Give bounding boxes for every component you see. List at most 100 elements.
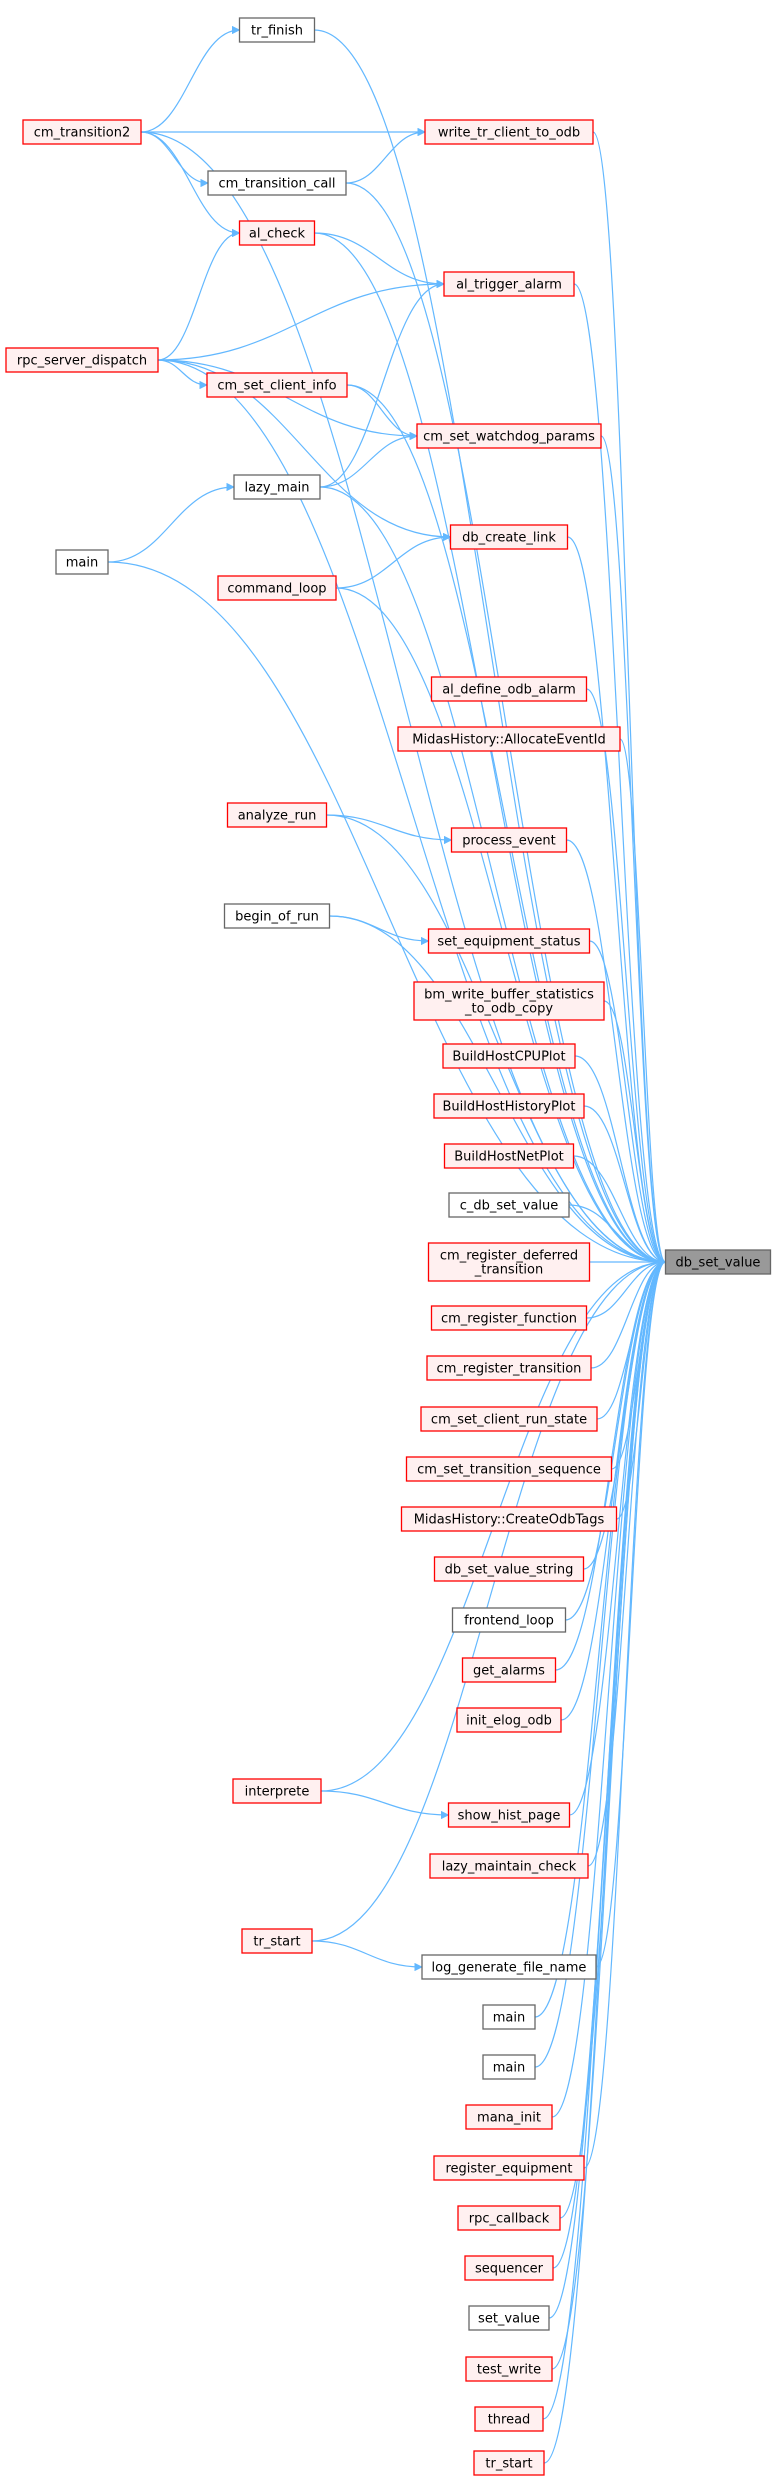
node-build-host-net[interactable]: BuildHostNetPlot — [443, 1143, 575, 1169]
node-label: frontend_loop — [464, 1614, 554, 1629]
edge-cm_set_watchdog_params-to-db_set_value — [600, 435, 667, 1266]
node-lazy-maintain-check[interactable]: lazy_maintain_check — [429, 1853, 589, 1879]
node-test-write[interactable]: test_write — [465, 2356, 553, 2382]
node-show-hist-page[interactable]: show_hist_page — [447, 1802, 571, 1828]
node-create-odb-tags[interactable]: MidasHistory::CreateOdbTags — [400, 1506, 618, 1532]
node-label: thread — [488, 2413, 531, 2428]
node-cm-register-function[interactable]: cm_register_function — [430, 1305, 588, 1331]
node-bm-write-buffer[interactable]: bm_write_buffer_statistics_to_odb_copy — [413, 981, 605, 1021]
node-al-define-odb-alarm[interactable]: al_define_odb_alarm — [430, 676, 588, 702]
node-al-trigger-alarm[interactable]: al_trigger_alarm — [443, 271, 575, 297]
node-get-alarms[interactable]: get_alarms — [461, 1657, 557, 1683]
node-label: command_loop — [227, 582, 326, 597]
edge-process_event-to-db_set_value — [566, 839, 667, 1267]
node-label: log_generate_file_name — [432, 1961, 587, 1976]
edge-al_trigger_alarm-to-db_set_value — [573, 283, 667, 1267]
node-label: sequencer — [475, 2262, 544, 2277]
edge-rpc_server_dispatch-to-db_set_value — [157, 359, 667, 1267]
node-process-event[interactable]: process_event — [450, 827, 568, 853]
node-c-db-set-value[interactable]: c_db_set_value — [448, 1192, 570, 1218]
node-label: get_alarms — [473, 1664, 545, 1679]
node-write-tr-client-to-odb[interactable]: write_tr_client_to_odb — [424, 119, 594, 145]
node-log-generate-file-name[interactable]: log_generate_file_name — [421, 1954, 597, 1980]
node-db-create-link[interactable]: db_create_link — [449, 524, 569, 550]
edge-tr_start_1-to-db_set_value — [311, 1257, 667, 1942]
edge-bm_write_buffer-to-db_set_value — [603, 1000, 667, 1267]
node-label: tr_start — [485, 2457, 532, 2472]
node-label: MidasHistory::AllocateEventId — [412, 733, 606, 748]
node-cm-transition-call[interactable]: cm_transition_call — [207, 170, 347, 196]
node-tr-start-1[interactable]: tr_start — [241, 1928, 313, 1954]
node-register-equipment[interactable]: register_equipment — [433, 2155, 585, 2181]
node-label: begin_of_run — [235, 910, 319, 925]
edge-layer — [107, 25, 667, 2464]
node-cm-register-deferred[interactable]: cm_register_deferred_transition — [427, 1242, 591, 1282]
node-mana-init[interactable]: mana_init — [465, 2104, 553, 2130]
node-init-elog-odb[interactable]: init_elog_odb — [456, 1707, 562, 1733]
edge-c_db_set_value-to-db_set_value — [568, 1204, 667, 1267]
node-cm-set-watchdog-params[interactable]: cm_set_watchdog_params — [416, 423, 602, 449]
node-frontend-loop[interactable]: frontend_loop — [451, 1607, 567, 1633]
edge-rpc_server_dispatch-to-al_check — [157, 228, 241, 361]
node-label: db_create_link — [462, 531, 556, 546]
node-cm-set-transition-sequence[interactable]: cm_set_transition_sequence — [405, 1456, 613, 1482]
node-label: lazy_main — [244, 481, 309, 496]
node-build-host-history[interactable]: BuildHostHistoryPlot — [433, 1093, 585, 1119]
node-build-host-cpu[interactable]: BuildHostCPUPlot — [442, 1043, 576, 1069]
node-tr-start-2[interactable]: tr_start — [473, 2450, 545, 2476]
node-thread[interactable]: thread — [474, 2406, 544, 2432]
node-label: init_elog_odb — [466, 1714, 552, 1729]
node-begin-of-run[interactable]: begin_of_run — [223, 903, 331, 929]
node-main-3[interactable]: main — [482, 2054, 536, 2080]
edge-cm_transition_call-to-write_tr_client_to_odb — [345, 127, 426, 184]
node-analyze-run[interactable]: analyze_run — [226, 802, 328, 828]
node-label: db_set_value_string — [445, 1563, 574, 1578]
node-label: cm_register_deferred — [440, 1249, 578, 1264]
node-cm-set-client-info[interactable]: cm_set_client_info — [206, 372, 348, 398]
node-cm-set-client-run-state[interactable]: cm_set_client_run_state — [420, 1406, 598, 1432]
node-label: rpc_callback — [469, 2212, 550, 2227]
node-label: al_check — [249, 227, 306, 242]
node-label: bm_write_buffer_statistics — [424, 988, 594, 1003]
node-main-2[interactable]: main — [482, 2004, 536, 2030]
node-label: mana_init — [477, 2111, 541, 2126]
node-set-equipment-status[interactable]: set_equipment_status — [427, 928, 591, 954]
edge-tr_finish-to-db_set_value — [314, 29, 667, 1267]
node-rpc-server-dispatch[interactable]: rpc_server_dispatch — [5, 347, 159, 373]
node-label: cm_register_transition — [437, 1362, 582, 1377]
edge-cm_register_transition-to-db_set_value — [590, 1257, 667, 1369]
node-allocate-event-id[interactable]: MidasHistory::AllocateEventId — [397, 726, 621, 752]
node-label: al_define_odb_alarm — [442, 683, 576, 698]
edge-begin_of_run-to-db_set_value — [329, 915, 667, 1267]
node-cm-register-transition[interactable]: cm_register_transition — [426, 1355, 592, 1381]
node-rpc-callback[interactable]: rpc_callback — [457, 2205, 561, 2231]
node-set-value[interactable]: set_value — [468, 2305, 550, 2331]
node-sequencer[interactable]: sequencer — [464, 2255, 554, 2281]
edge-lazy_maintain_check-to-db_set_value — [587, 1257, 667, 1867]
node-main-1[interactable]: main — [55, 549, 109, 575]
edge-mana_init-to-db_set_value — [551, 1257, 667, 2118]
edge-main_1-to-lazy_main — [107, 482, 235, 563]
node-label: main — [66, 556, 98, 571]
edge-main_3-to-db_set_value — [534, 1257, 667, 2068]
node-db-set-value-string[interactable]: db_set_value_string — [433, 1556, 585, 1582]
edge-begin_of_run-to-set_equipment_status — [329, 915, 430, 946]
edge-cm_transition_call-to-db_set_value — [345, 182, 667, 1267]
node-al-check[interactable]: al_check — [238, 220, 316, 246]
node-label: _to_odb_copy — [464, 1002, 553, 1017]
node-tr-finish[interactable]: tr_finish — [238, 17, 316, 43]
node-lazy-main[interactable]: lazy_main — [233, 474, 321, 500]
node-label: BuildHostNetPlot — [454, 1150, 564, 1165]
node-cm-transition2[interactable]: cm_transition2 — [22, 119, 142, 145]
edge-register_equipment-to-db_set_value — [583, 1257, 667, 2169]
node-command-loop[interactable]: command_loop — [217, 575, 337, 601]
edge-al_check-to-al_trigger_alarm — [314, 232, 445, 289]
node-interprete[interactable]: interprete — [232, 1778, 322, 1804]
node-label: _transition — [474, 1263, 543, 1278]
edge-test_write-to-db_set_value — [551, 1257, 667, 2370]
edge-cm_transition2-to-al_check — [140, 131, 241, 238]
edge-lazy_main-to-cm_set_watchdog_params — [319, 431, 418, 488]
edge-rpc_server_dispatch-to-cm_set_watchdog_params — [157, 359, 418, 441]
